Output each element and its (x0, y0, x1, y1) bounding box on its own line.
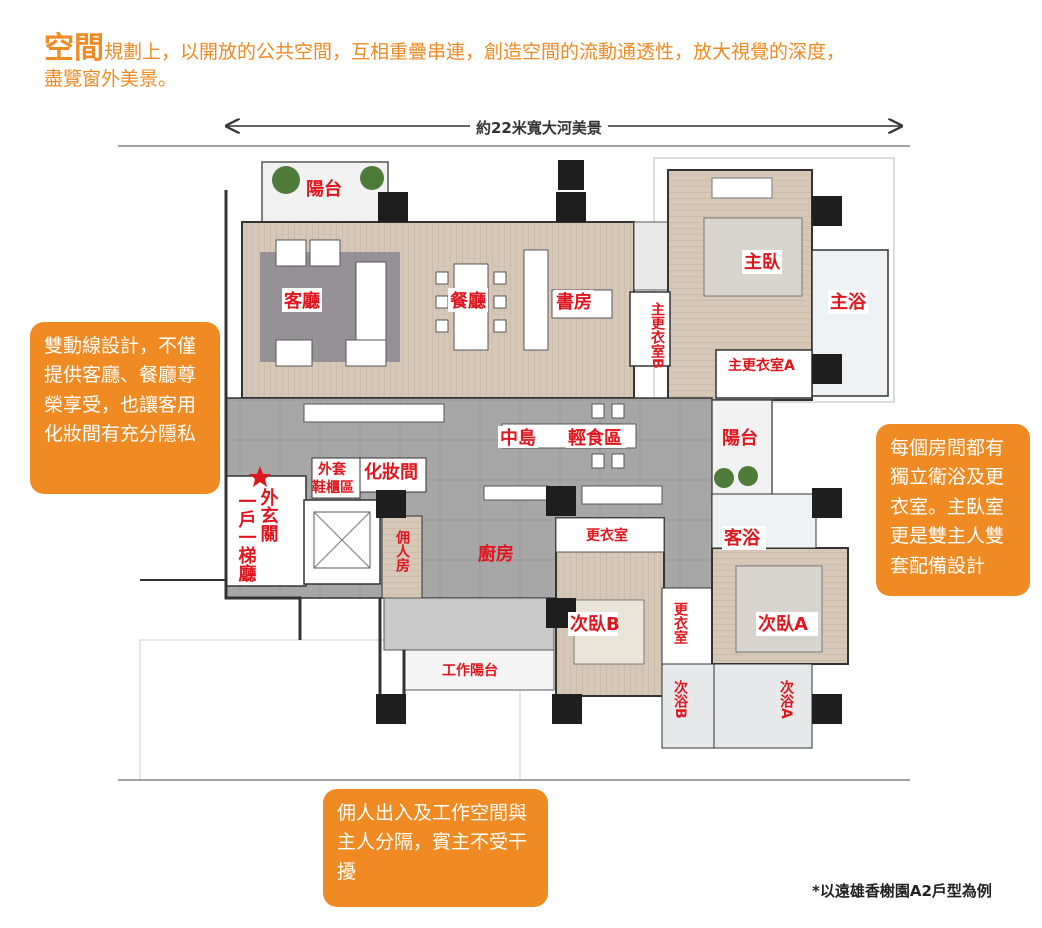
heading-lead: 空間 (44, 31, 104, 66)
shoe-cabinet-area (311, 457, 361, 499)
heading-line2: 盡覽窗外美景。 (44, 67, 178, 90)
label-shoe-cabinet-1: 外套 (318, 461, 346, 478)
lounge-chairs (711, 177, 773, 199)
study-sofa (523, 249, 549, 351)
armchair (275, 239, 307, 267)
ottoman (275, 339, 313, 367)
label-master-bath: 主浴 (830, 291, 867, 313)
callout-ensuite-rooms: 每個房間都有獨立衛浴及更衣室。主臥室更是雙主人雙套配備設計 (876, 424, 1030, 596)
label-elevator-hall: 一戶一梯廳 (236, 492, 257, 583)
label-island: 中島 (500, 427, 536, 449)
label-foyer: 外玄關 (258, 487, 279, 543)
label-bath-b: 次浴B (672, 679, 688, 718)
pillar (376, 490, 406, 518)
service-balcony-area (403, 649, 555, 691)
pillar (556, 192, 586, 222)
label-master-closet-b: 主更衣室B (649, 301, 665, 368)
side-sofa (345, 339, 387, 367)
maid-room-floor (381, 515, 423, 599)
label-bedroom-a: 次臥A (758, 613, 808, 635)
label-master-closet-a: 主更衣室A (728, 357, 795, 374)
label-dining: 餐廳 (449, 290, 486, 312)
kitchen-counter (581, 485, 663, 505)
callout-service-separation: 佣人出入及工作空間與主人分隔，賓主不受干擾 (323, 789, 548, 907)
label-living: 客廳 (284, 290, 320, 312)
sofa (355, 261, 387, 343)
label-guest-bath: 客浴 (724, 527, 761, 549)
label-powder-room: 化妝間 (364, 461, 418, 483)
label-service-balcony: 工作陽台 (442, 662, 498, 679)
label-kitchen: 廚房 (478, 543, 514, 565)
label-balcony-top: 陽台 (306, 178, 342, 200)
service-zone (383, 597, 555, 651)
master-closet-b-floor (629, 291, 671, 367)
plant (272, 166, 300, 194)
kitchen-counter (483, 485, 549, 501)
label-light-kitchen: 輕食區 (568, 427, 622, 449)
armchair (309, 239, 341, 267)
pillar (812, 694, 842, 724)
bath-a-area (713, 663, 813, 749)
label-shoe-cabinet-2: 鞋櫃區 (312, 479, 354, 496)
heading: 空間規劃上，以開放的公共空間，互相重疊串連，創造空間的流動通透性，放大視覺的深度… (44, 30, 1024, 91)
callout-dual-circulation: 雙動線設計，不僅提供客廳、餐廳尊榮享受，也讓客用化妝間有充分隱私 (30, 322, 220, 494)
pillar (812, 196, 842, 226)
label-bath-a: 次浴A (778, 679, 794, 719)
pillar (558, 160, 584, 190)
footnote: *以遠雄香榭園A2戶型為例 (812, 882, 992, 900)
pillar (378, 192, 408, 222)
pillar (376, 694, 406, 724)
label-closet-mid: 更衣室 (672, 602, 688, 644)
bed-a (735, 565, 823, 653)
star-icon (249, 466, 271, 487)
pillar (812, 354, 842, 384)
closet-mid-area (661, 587, 713, 665)
pillar (812, 488, 842, 518)
label-master-bed: 主臥 (744, 251, 781, 273)
label-bedroom-b: 次臥B (570, 613, 620, 635)
label-study: 書房 (556, 291, 592, 313)
elevator-area (303, 499, 381, 585)
label-closet: 更衣室 (586, 527, 628, 544)
pillar (546, 486, 576, 516)
elevator (313, 511, 371, 569)
closet-area (555, 517, 665, 553)
powder-room-area (359, 457, 427, 493)
heading-line1: 規劃上，以開放的公共空間，互相重疊串連，創造空間的流動通透性，放大視覺的深度， (104, 41, 846, 63)
bath-b-area (661, 663, 715, 749)
sideboard (303, 403, 445, 423)
pillar (552, 694, 582, 724)
label-balcony-right: 陽台 (722, 427, 758, 449)
plant (360, 166, 384, 190)
river-view-label: 約22米寬大河美景 (470, 117, 608, 138)
label-maid-room: 佣人房 (394, 529, 411, 573)
